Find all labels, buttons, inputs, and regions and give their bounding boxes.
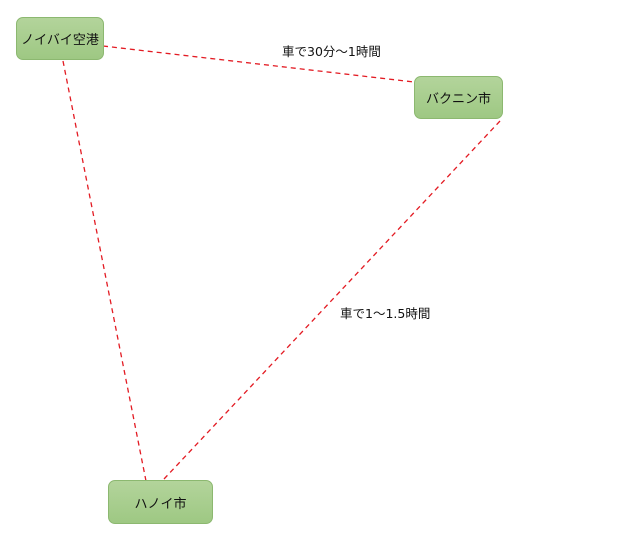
edge-airport-hanoi [62, 60, 147, 482]
node-bac-ninh-label: バクニン市 [425, 92, 491, 107]
edge-label-airport-bac-ninh: 車で30分〜1時間 [282, 44, 381, 59]
node-hanoi-label: ハノイ市 [134, 496, 187, 512]
node-airport-label: ノイバイ空港 [21, 33, 99, 48]
edge-bac-ninh-hanoi [163, 120, 501, 480]
node-bac-ninh[interactable]: バクニン市 [414, 76, 503, 119]
node-airport[interactable]: ノイバイ空港 [16, 17, 104, 60]
edge-label-bac-ninh-hanoi: 車で1〜1.5時間 [340, 306, 431, 321]
edge-airport-bac-ninh [102, 45, 415, 83]
node-hanoi[interactable]: ハノイ市 [108, 480, 213, 524]
